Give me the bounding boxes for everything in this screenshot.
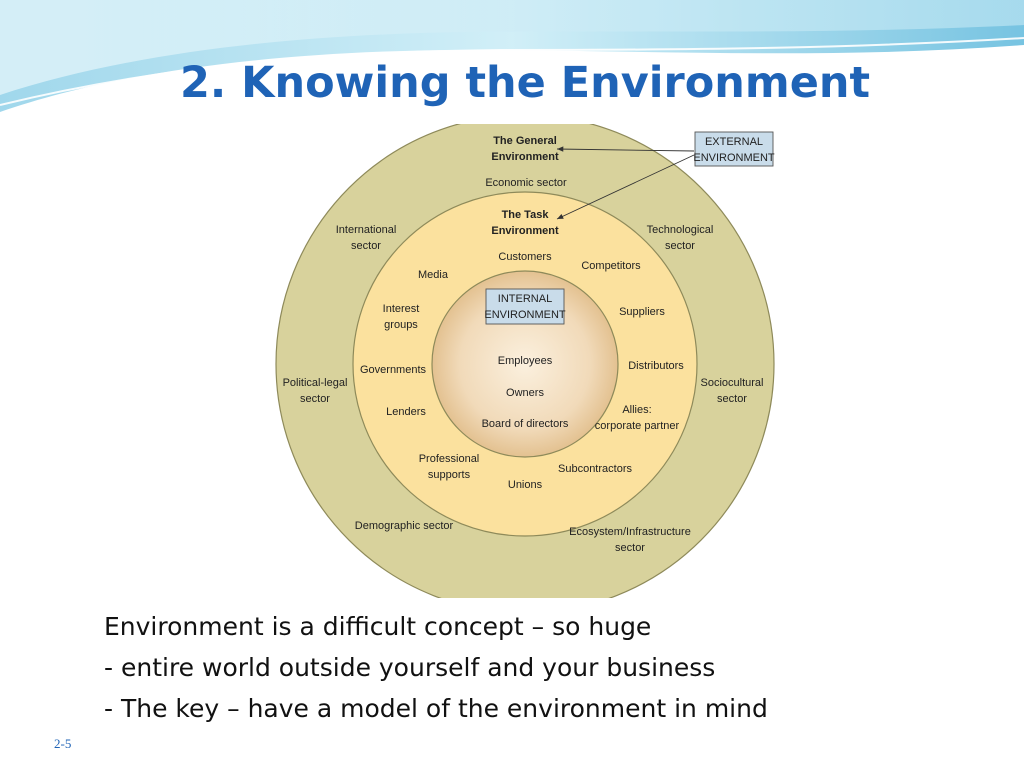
board-of-directors-label: Board of directors: [482, 418, 569, 430]
internal-environment-box: [485, 288, 565, 325]
owners-label: Owners: [506, 387, 544, 399]
media-label: Media: [418, 269, 449, 281]
header-wave-decoration: [0, 0, 1024, 119]
caption-line: - entire world outside yourself and your…: [104, 653, 716, 682]
employees-label: Employees: [498, 355, 553, 367]
subcontractors-label: Subcontractors: [558, 463, 632, 475]
caption-line: - The key – have a model of the environm…: [104, 694, 768, 723]
suppliers-label: Suppliers: [619, 306, 665, 318]
competitors-label: Competitors: [581, 260, 641, 272]
arrow-to-task-environment: [556, 154, 695, 220]
economic-sector-label: Economic sector: [485, 177, 567, 189]
arrow-to-general-environment: [556, 146, 695, 152]
slide-caption: Environment is a difficult concept – so …: [104, 606, 984, 729]
demographic-sector-label: Demographic sector: [355, 520, 454, 532]
external-environment-box: [694, 131, 774, 167]
page-number: 2-5: [54, 736, 72, 751]
customers-label: Customers: [498, 251, 552, 263]
allies-label: Allies:corporate partner: [595, 404, 680, 432]
slide-title: 2. Knowing the Environment: [179, 58, 871, 108]
distributors-label: Distributors: [628, 360, 684, 372]
governments-label: Governments: [360, 364, 427, 376]
caption-line: Environment is a difficult concept – so …: [104, 612, 652, 641]
lenders-label: Lenders: [386, 406, 426, 418]
internal-environment-core: [431, 270, 619, 458]
unions-label: Unions: [508, 479, 543, 491]
